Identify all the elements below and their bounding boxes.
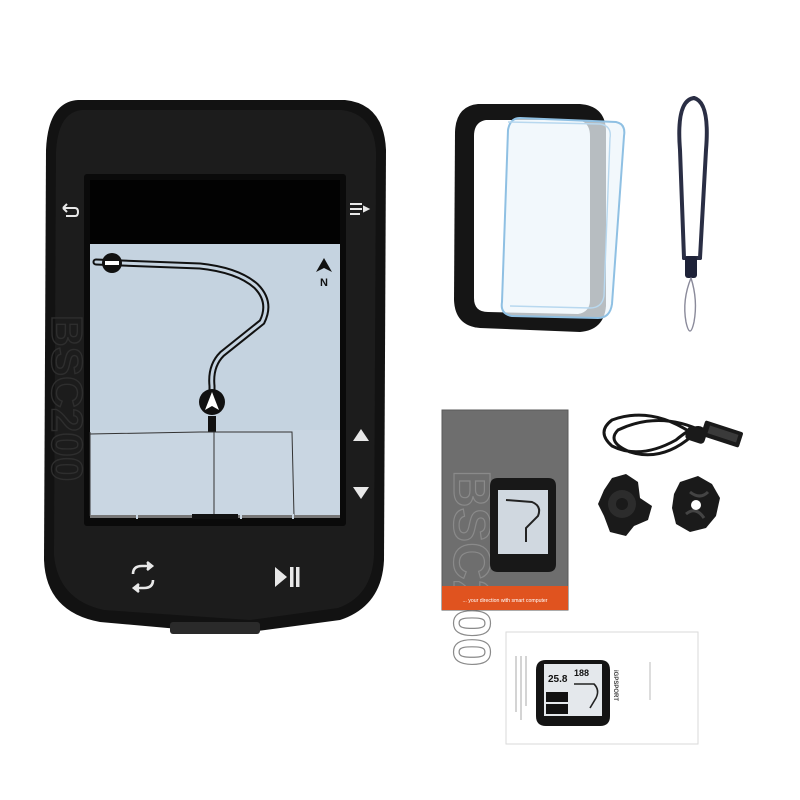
compass-label: N bbox=[320, 277, 328, 289]
lanyard-strap bbox=[677, 96, 709, 332]
box-strip-text: ... your direction with smart computer bbox=[462, 598, 547, 604]
elevation-area bbox=[90, 430, 340, 518]
manual-speed-readout: 25.8 bbox=[548, 674, 568, 685]
box-orange-strip bbox=[442, 586, 568, 610]
user-manual-card: 25.8 188 iGPSPORT bbox=[505, 631, 699, 745]
loop-icon[interactable] bbox=[131, 560, 155, 594]
elevation-profile bbox=[89, 431, 295, 517]
retail-box: BSC200 ... your direction with smart com… bbox=[441, 409, 569, 667]
back-icon[interactable] bbox=[62, 203, 80, 217]
elevation-axis bbox=[90, 514, 340, 519]
play-pause-icon[interactable] bbox=[275, 567, 300, 587]
device-brand-text: BSC200 bbox=[42, 315, 91, 481]
route-line bbox=[92, 258, 270, 404]
device-bottom-lip bbox=[170, 622, 260, 634]
screen-protector bbox=[500, 116, 626, 320]
compass-icon: N bbox=[316, 258, 332, 289]
bike-computer: BSC200 N bbox=[41, 100, 386, 634]
up-arrow-icon[interactable] bbox=[353, 429, 369, 441]
manual-distance-readout: 188 bbox=[574, 668, 589, 678]
screen-header-bar bbox=[90, 180, 340, 244]
rubber-mount-pad bbox=[672, 476, 720, 532]
down-arrow-icon[interactable] bbox=[353, 487, 369, 499]
start-marker bbox=[102, 253, 122, 273]
position-marker-icon bbox=[199, 389, 225, 432]
usb-cable bbox=[602, 413, 743, 457]
handlebar-mount bbox=[598, 474, 652, 536]
manual-brand-text: iGPSPORT bbox=[612, 670, 618, 701]
menu-icon[interactable] bbox=[350, 203, 371, 215]
